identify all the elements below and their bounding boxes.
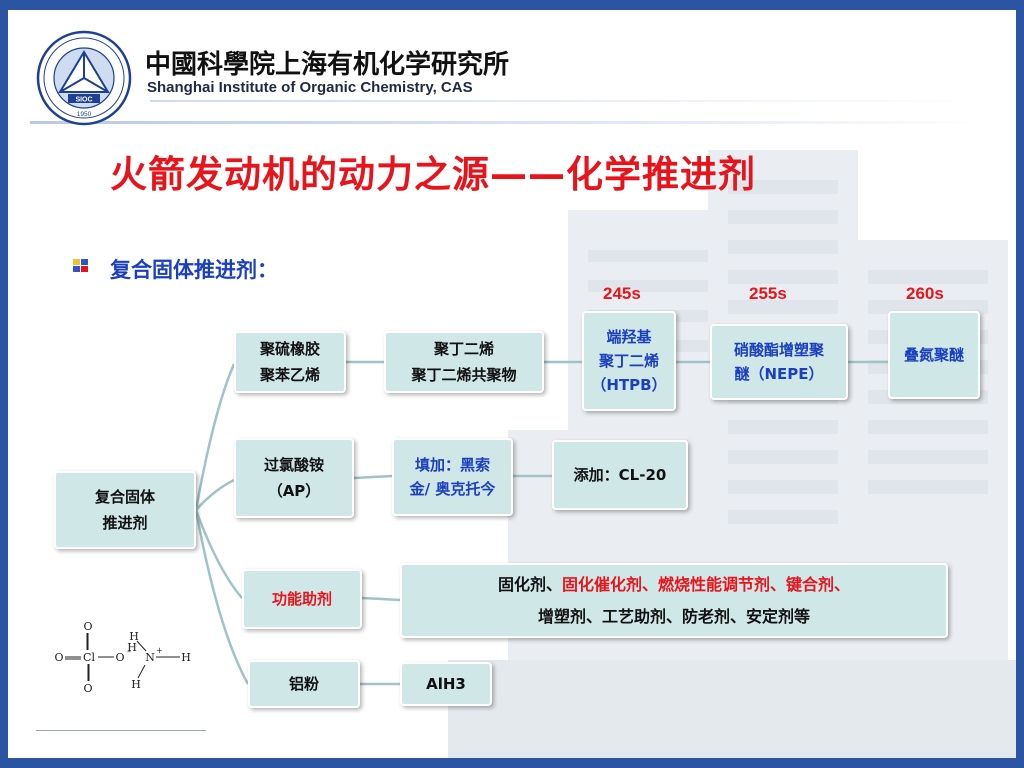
slide-title: 火箭发动机的动力之源——化学推进剂 — [110, 153, 756, 196]
institute-name-cn: 中國科學院上海有机化学研究所 — [145, 50, 510, 80]
isp-label: 260s — [906, 284, 944, 303]
node-text: 聚丁二烯 — [598, 352, 659, 370]
sioc-seal-logo: SIOC 1950 — [36, 30, 132, 126]
node-text: 硝酸酯增塑聚 — [733, 341, 824, 359]
additive-text-red: 固化催化剂、燃烧性能调节剂、键合剂、 — [562, 574, 851, 594]
svg-text:–: – — [127, 647, 131, 656]
node-text: 醚（NEPE） — [734, 365, 824, 383]
header-rule-upper — [150, 100, 990, 102]
svg-text:H: H — [129, 630, 139, 643]
node-text: 复合固体 — [94, 488, 155, 506]
institute-name-cn-sub: 上海有机化学研究所 — [275, 50, 510, 80]
node-aih3: AlH3 — [400, 662, 492, 706]
node-ap: 过氯酸铵 （AP） — [234, 438, 354, 518]
node-text: 填加：黑索 — [414, 456, 490, 474]
node-text: 聚硫橡胶 — [259, 340, 320, 358]
bullet-icon — [73, 259, 88, 272]
node-text: 聚丁二烯 — [433, 340, 494, 358]
additive-text-black: 固化剂、 — [497, 574, 562, 594]
svg-text:H: H — [127, 641, 137, 654]
frame-right — [1016, 0, 1024, 768]
ammonium-perchlorate-structure: O O O Cl O – N + H H H H — [54, 620, 191, 695]
node-nepe: 硝酸酯增塑聚 醚（NEPE） — [710, 324, 848, 400]
node-text: 增塑剂、工艺助剂、防老剂、安定剂等 — [537, 606, 810, 626]
svg-text:N: N — [145, 651, 155, 664]
connector-line — [361, 596, 401, 602]
connector-line — [194, 509, 250, 685]
node-text: 叠氮聚醚 — [903, 346, 964, 364]
frame-top — [0, 0, 1024, 10]
svg-text:H: H — [181, 651, 191, 664]
svg-text:H: H — [131, 678, 141, 691]
node-text: 金/ 奥克托今 — [409, 480, 496, 498]
node-azide: 叠氮聚醚 — [888, 311, 980, 399]
node-text: 添加：CL-20 — [573, 466, 667, 484]
svg-text:O: O — [54, 651, 63, 664]
isp-label: 255s — [749, 284, 787, 303]
svg-text:1950: 1950 — [77, 111, 92, 118]
frame-left — [0, 0, 8, 768]
node-text: （AP） — [267, 482, 321, 500]
isp-label: 245s — [603, 284, 641, 303]
svg-text:SIOC: SIOC — [75, 97, 92, 104]
connector-line — [194, 363, 236, 511]
node-text: 聚苯乙烯 — [259, 366, 320, 384]
node-text: AlH3 — [426, 675, 466, 693]
node-text: 铝粉 — [288, 675, 319, 693]
connector-line — [195, 478, 235, 511]
node-text: 端羟基 — [606, 328, 652, 346]
node-text-line: 固化剂、固化催化剂、燃烧性能调节剂、键合剂、 — [498, 569, 850, 601]
svg-text:O: O — [83, 682, 92, 695]
node-text: 推进剂 — [102, 514, 148, 532]
node-rubber: 聚硫橡胶 聚苯乙烯 — [234, 331, 346, 393]
node-text: 功能助剂 — [271, 590, 332, 608]
connector-line — [194, 509, 243, 599]
connector-line — [353, 474, 393, 480]
root-node-box: 复合固体 推进剂 — [54, 471, 196, 549]
node-filler: 填加：黑索 金/ 奥克托今 — [392, 438, 513, 516]
header-rule — [30, 121, 990, 124]
footer-divider — [36, 730, 206, 731]
frame-bottom — [0, 758, 1024, 768]
svg-text:O: O — [83, 620, 92, 633]
node-htpb: 端羟基 聚丁二烯 （HTPB） — [582, 311, 676, 411]
bullet-heading: 复合固体推进剂： — [110, 258, 278, 282]
node-additive: 功能助剂 — [242, 569, 362, 629]
svg-text:+: + — [156, 646, 163, 655]
node-butadiene: 聚丁二烯 聚丁二烯共聚物 — [384, 331, 544, 393]
node-text: 过氯酸铵 — [263, 456, 324, 474]
institute-name-en: Shanghai Institute of Organic Chemistry,… — [147, 79, 473, 96]
svg-text:O: O — [115, 651, 124, 664]
node-text: 聚丁二烯共聚物 — [411, 366, 517, 384]
node-cl20: 添加：CL-20 — [552, 440, 688, 510]
node-text: （HTPB） — [591, 376, 667, 394]
node-aluminum: 铝粉 — [248, 660, 360, 708]
svg-text:Cl: Cl — [83, 651, 95, 664]
node-additive-list: 固化剂、固化催化剂、燃烧性能调节剂、键合剂、 增塑剂、工艺助剂、防老剂、安定剂等 — [400, 563, 948, 638]
